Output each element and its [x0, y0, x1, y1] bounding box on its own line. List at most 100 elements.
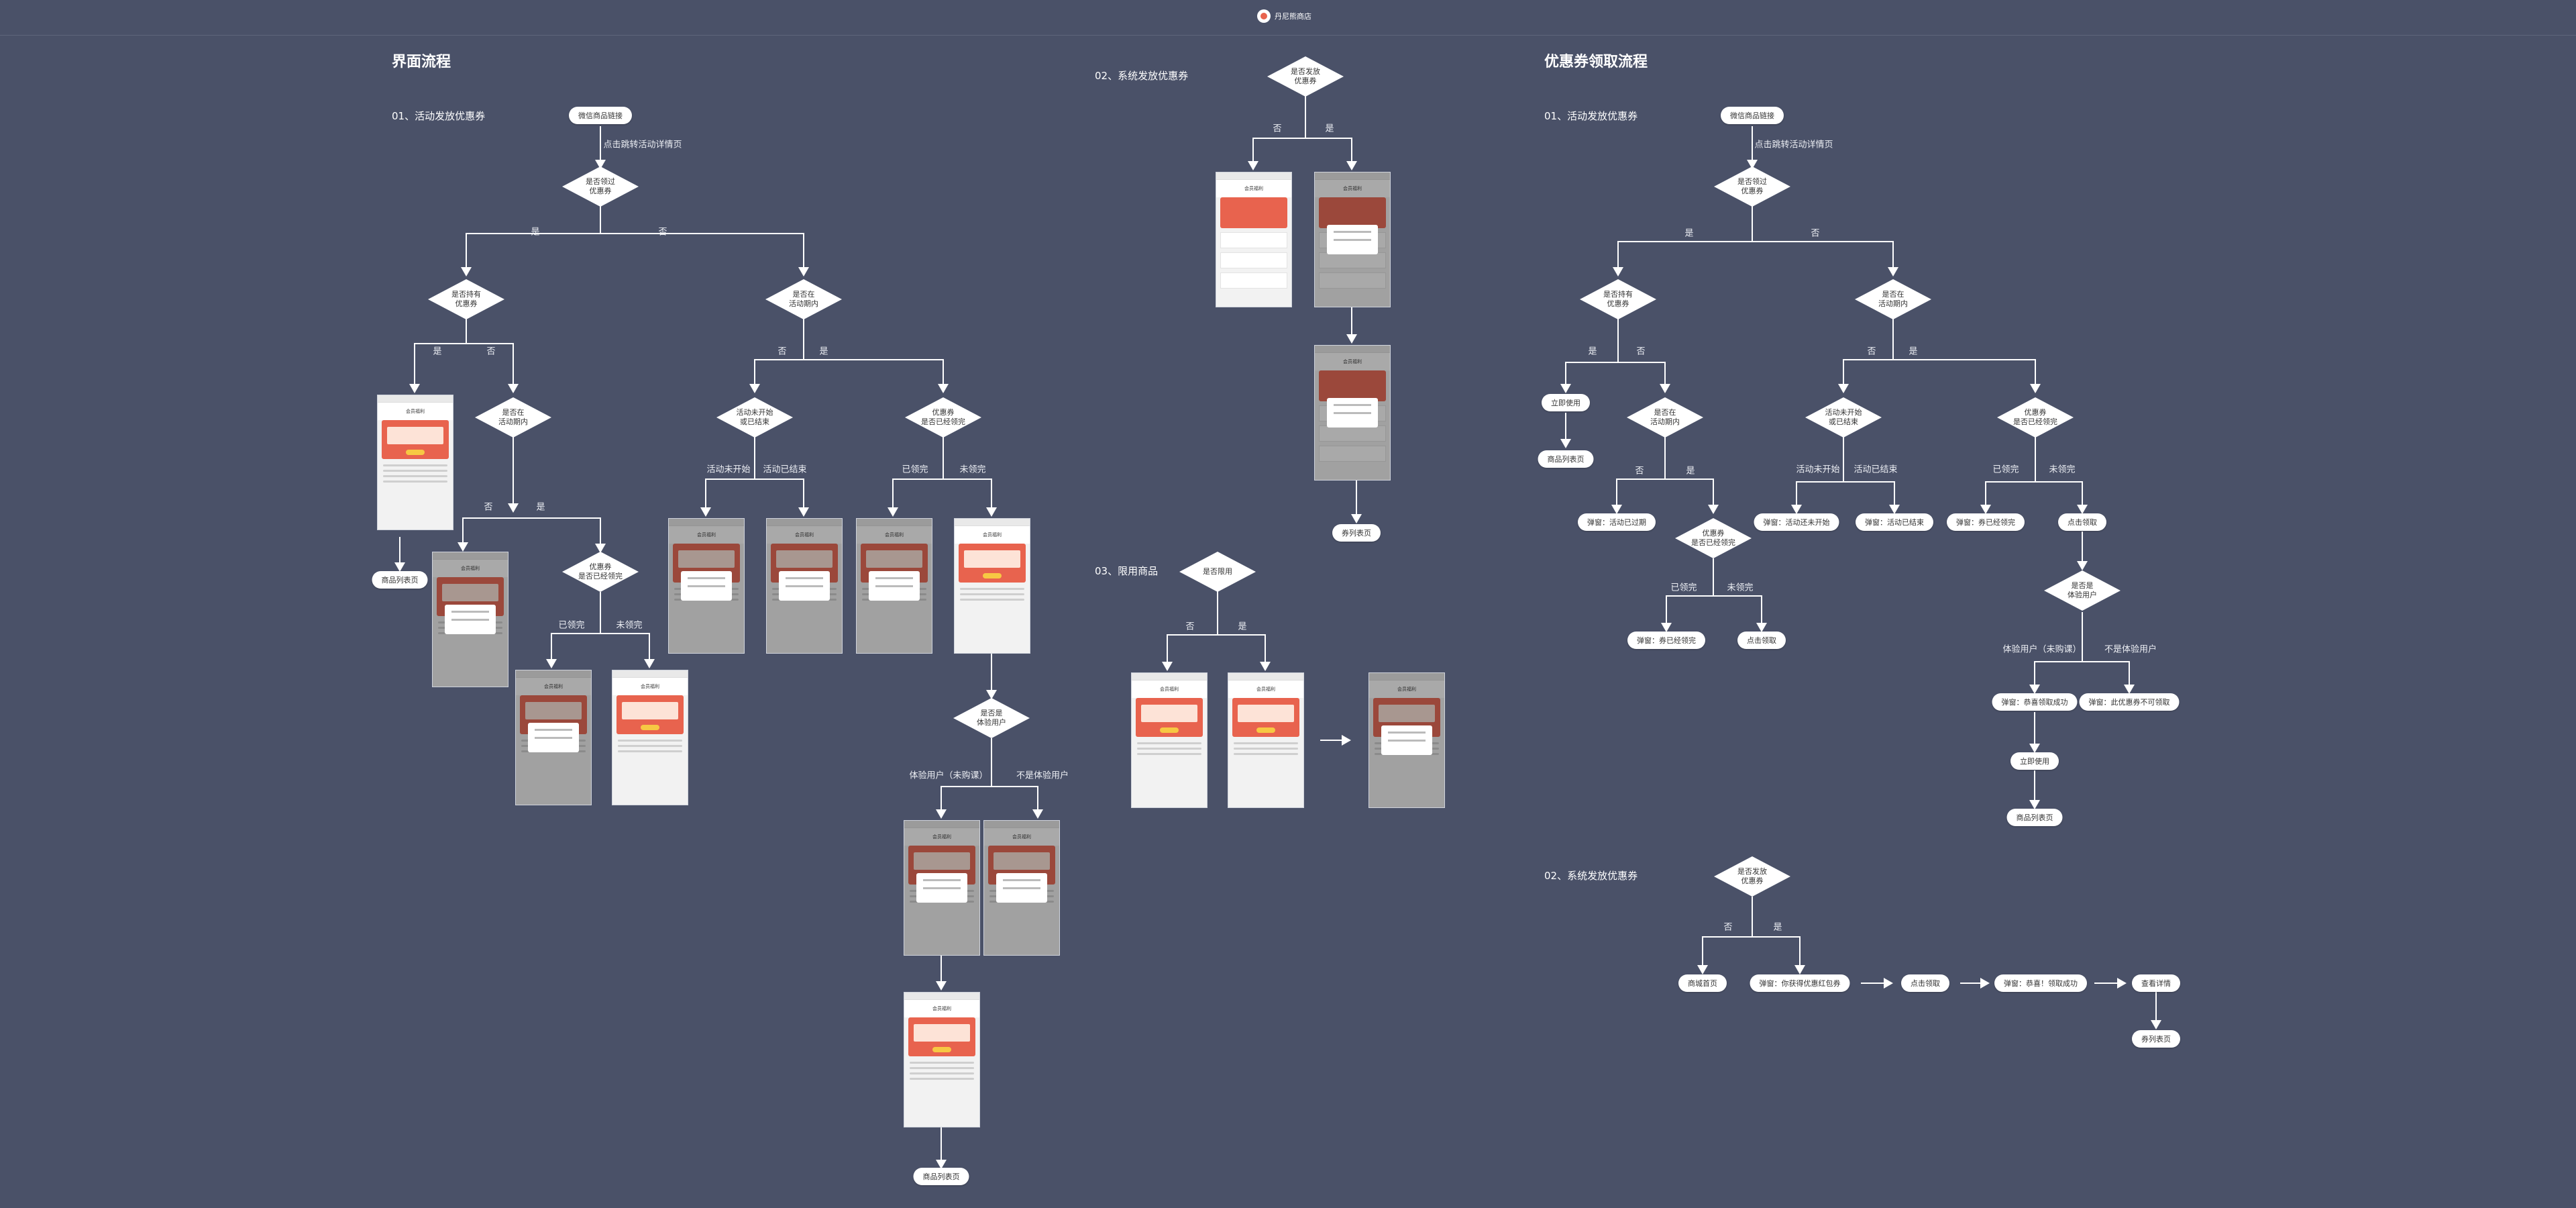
section-right-activity: 01、活动发放优惠券	[1544, 110, 1638, 122]
phone-screen: 会员福利	[668, 518, 745, 654]
label-l-unclaimed: 未领完	[959, 464, 986, 475]
section-left-activity: 01、活动发放优惠券	[392, 110, 486, 122]
phone-screen: 会员福利	[766, 518, 843, 654]
decision-l-claimed-a: 优惠券 是否已经领完	[561, 551, 639, 593]
phone-screen: 会员福利	[1314, 345, 1391, 481]
decision-l-received: 是否领过 优惠券	[561, 166, 639, 207]
label-no: 否	[484, 502, 493, 513]
decision-m-issue: 是否发放 优惠券	[1267, 56, 1344, 97]
pill-r-gift: 弹窗：你获得优惠红包券	[1750, 974, 1850, 992]
label-no: 否	[658, 227, 667, 238]
label-yes: 是	[536, 502, 545, 513]
pill-r-congrats: 弹窗：恭喜领取成功	[1992, 693, 2078, 711]
label-r-claimed: 已领完	[1992, 464, 2019, 475]
decision-r-claimed-a: 优惠券 是否已经领完	[1674, 517, 1752, 559]
label-no: 否	[486, 346, 496, 357]
label-no: 否	[1273, 123, 1282, 134]
label-r-nottrial: 不是体验用户	[2104, 644, 2157, 655]
title-left: 界面流程	[392, 54, 451, 70]
phone-screen: 会员福利	[856, 518, 932, 654]
pill-r-notnew: 弹窗：此优惠券不可领取	[2079, 693, 2180, 711]
phone-screen: 会员福利	[1314, 172, 1391, 307]
pill-l-end: 商品列表页	[913, 1168, 969, 1185]
label-r-unclaimed2: 未领完	[1727, 583, 1754, 593]
label-yes: 是	[1325, 123, 1334, 134]
label-no: 否	[777, 346, 787, 357]
label-r-ended: 活动已结束	[1854, 464, 1898, 475]
label-r-claimed2: 已领完	[1670, 583, 1697, 593]
phone-screen: 会员福利	[983, 820, 1060, 956]
pill-r-couponlist: 券列表页	[2132, 1030, 2180, 1048]
label-yes: 是	[531, 227, 540, 238]
label-l-ended: 活动已结束	[763, 464, 807, 475]
decision-l-claimed-b: 优惠券 是否已经领完	[904, 397, 982, 438]
pill-r-click3: 点击领取	[1901, 974, 1949, 992]
pill-r-ended: 弹窗：活动已结束	[1856, 513, 1933, 531]
label-yes: 是	[1909, 346, 1918, 357]
label-yes: 是	[819, 346, 828, 357]
section-right-system: 02、系统发放优惠券	[1544, 870, 1638, 882]
label-r-unclaimed: 未领完	[2049, 464, 2076, 475]
phone-screen: 会员福利	[1228, 672, 1304, 808]
label-no: 否	[1811, 228, 1820, 239]
pill-r-notstart: 弹窗：活动还未开始	[1754, 513, 1839, 531]
pill-r-home: 商城首页	[1678, 974, 1727, 992]
label-yes: 是	[433, 346, 442, 357]
label-l-claimed: 已领完	[902, 464, 928, 475]
pill-r-click: 点击领取	[1737, 632, 1786, 649]
brand-name: 丹尼熊商店	[1275, 12, 1311, 21]
decision-m-limited: 是否限用	[1179, 551, 1256, 593]
pill-r-success: 弹窗：恭喜！领取成功	[1994, 974, 2087, 992]
phone-screen: 会员福利	[1216, 172, 1292, 307]
label-l-claimed2: 已领完	[558, 620, 585, 631]
decision-r-period-a: 是否在 活动期内	[1626, 397, 1704, 438]
decision-l-period-a: 是否在 活动期内	[474, 397, 552, 438]
pill-r-goods: 商品列表页	[1538, 450, 1594, 468]
section-mid-limited: 03、限用商品	[1095, 565, 1159, 577]
decision-l-holding: 是否持有 优惠券	[427, 279, 505, 320]
pill-r-use2: 立即使用	[2010, 752, 2059, 770]
pill-l-start: 微信商品链接	[569, 107, 632, 124]
pill-r-goods2: 商品列表页	[2006, 809, 2063, 826]
decision-l-period-b: 是否在 活动期内	[765, 279, 843, 320]
decision-r-notstart: 活动未开始 或已结束	[1805, 397, 1882, 438]
pill-r-click2: 点击领取	[2058, 513, 2106, 531]
label-yes: 是	[1686, 466, 1695, 476]
bear-logo-icon	[1257, 9, 1271, 23]
label-no: 否	[1867, 346, 1876, 357]
label-yes: 是	[1588, 346, 1597, 357]
phone-screen: 会员福利	[904, 992, 980, 1127]
phone-screen: 会员福利	[1131, 672, 1208, 808]
decision-r-holding: 是否持有 优惠券	[1579, 279, 1657, 320]
phone-screen: 会员福利	[432, 552, 508, 687]
pill-r-claimed2: 弹窗：券已经领完	[1947, 513, 2025, 531]
phone-screen: 会员福利	[1368, 672, 1445, 808]
label-r-jump: 点击跳转活动详情页	[1754, 140, 1833, 150]
label-l-nottrial: 不是体验用户	[1016, 770, 1069, 781]
label-r-notstart: 活动未开始	[1796, 464, 1840, 475]
label-yes: 是	[1773, 922, 1782, 933]
decision-r-received: 是否领过 优惠券	[1713, 166, 1791, 207]
label-yes: 是	[1684, 228, 1694, 239]
label-yes: 是	[1238, 621, 1247, 632]
label-r-trial: 体验用户（未购课）	[2002, 644, 2082, 655]
decision-r-issue: 是否发放 优惠券	[1713, 856, 1791, 897]
label-no: 否	[1185, 621, 1195, 632]
decision-l-notstart: 活动未开始 或已结束	[716, 397, 794, 438]
header-divider	[0, 35, 2576, 36]
pill-l-goods: 商品列表页	[372, 571, 428, 589]
phone-screen: 会员福利	[515, 670, 592, 805]
label-l-notstart: 活动未开始	[706, 464, 751, 475]
label-no: 否	[1636, 346, 1646, 357]
decision-l-trial: 是否是 体验用户	[953, 697, 1030, 739]
phone-screen: 会员福利	[377, 395, 453, 530]
label-no: 否	[1635, 466, 1644, 476]
label-l-jump: 点击跳转活动详情页	[603, 140, 682, 150]
title-right: 优惠券领取流程	[1544, 54, 1648, 70]
phone-screen: 会员福利	[954, 518, 1030, 654]
pill-m-end: 券列表页	[1332, 524, 1381, 542]
label-no: 否	[1723, 922, 1733, 933]
pill-r-use: 立即使用	[1542, 394, 1590, 411]
phone-screen: 会员福利	[904, 820, 980, 956]
